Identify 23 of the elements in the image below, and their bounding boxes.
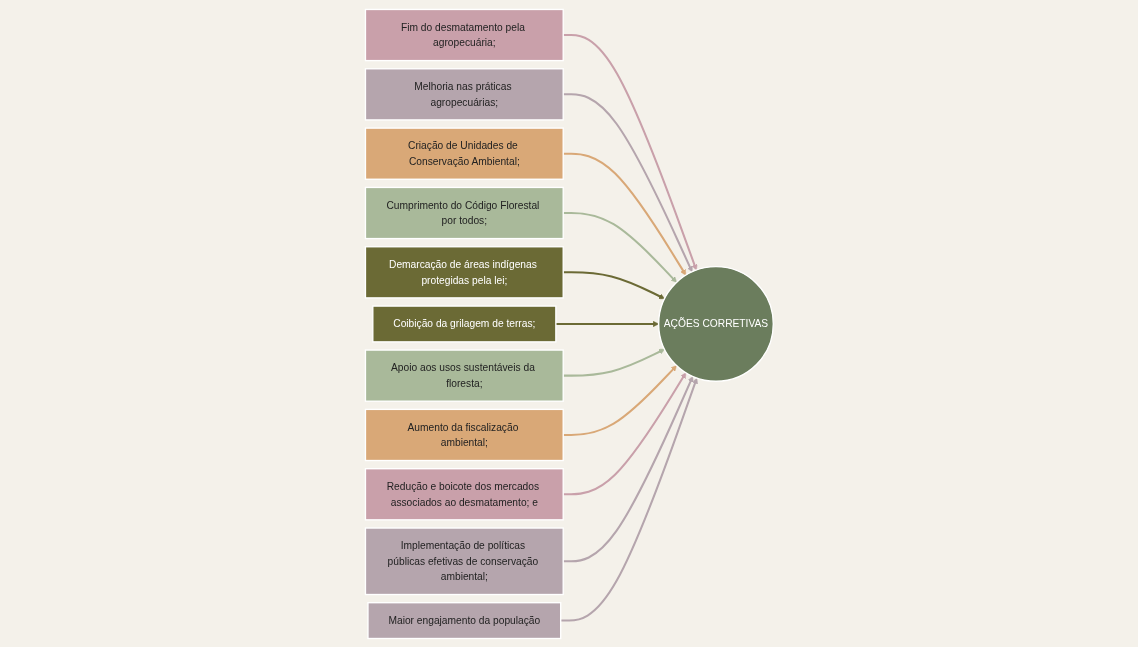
- arrow: [562, 348, 665, 377]
- node-box: Apoio aos usos sustentáveis da floresta;: [364, 348, 564, 402]
- node-circle: AÇÕES CORRETIVAS: [657, 265, 774, 382]
- arrow: [562, 152, 686, 275]
- arrow: [562, 211, 677, 283]
- arrow: [562, 372, 686, 495]
- node-box: Implementação de políticas públicas efetivas de conservação ambiental;: [364, 526, 564, 595]
- node-box: Fim do desmatamento pela agropecuária;: [364, 8, 564, 61]
- node-box: Cumprimento do Código Florestal por todos;: [364, 186, 564, 239]
- arrow: [562, 33, 697, 270]
- arrow: [555, 320, 659, 327]
- node-box: Melhoria nas práticas agropecuárias;: [364, 67, 564, 121]
- node-box: Aumento da fiscalização ambiental;: [364, 408, 564, 461]
- node-box: Redução e boicote dos mercados associados ao desmatamento; e: [364, 467, 564, 521]
- node-box: Coibição da grilagem de terras;: [371, 304, 557, 343]
- arrow: [562, 364, 677, 436]
- arrow: [562, 92, 693, 272]
- arrow: [560, 377, 698, 622]
- node-box: Demarcação de áreas indígenas protegidas pela lei;: [364, 245, 564, 299]
- arrow: [562, 270, 665, 299]
- node-box: Criação de Unidades de Conservação Ambiental;: [364, 126, 564, 180]
- node-box: Maior engajamento da população: [366, 601, 561, 639]
- arrow: [562, 375, 693, 562]
